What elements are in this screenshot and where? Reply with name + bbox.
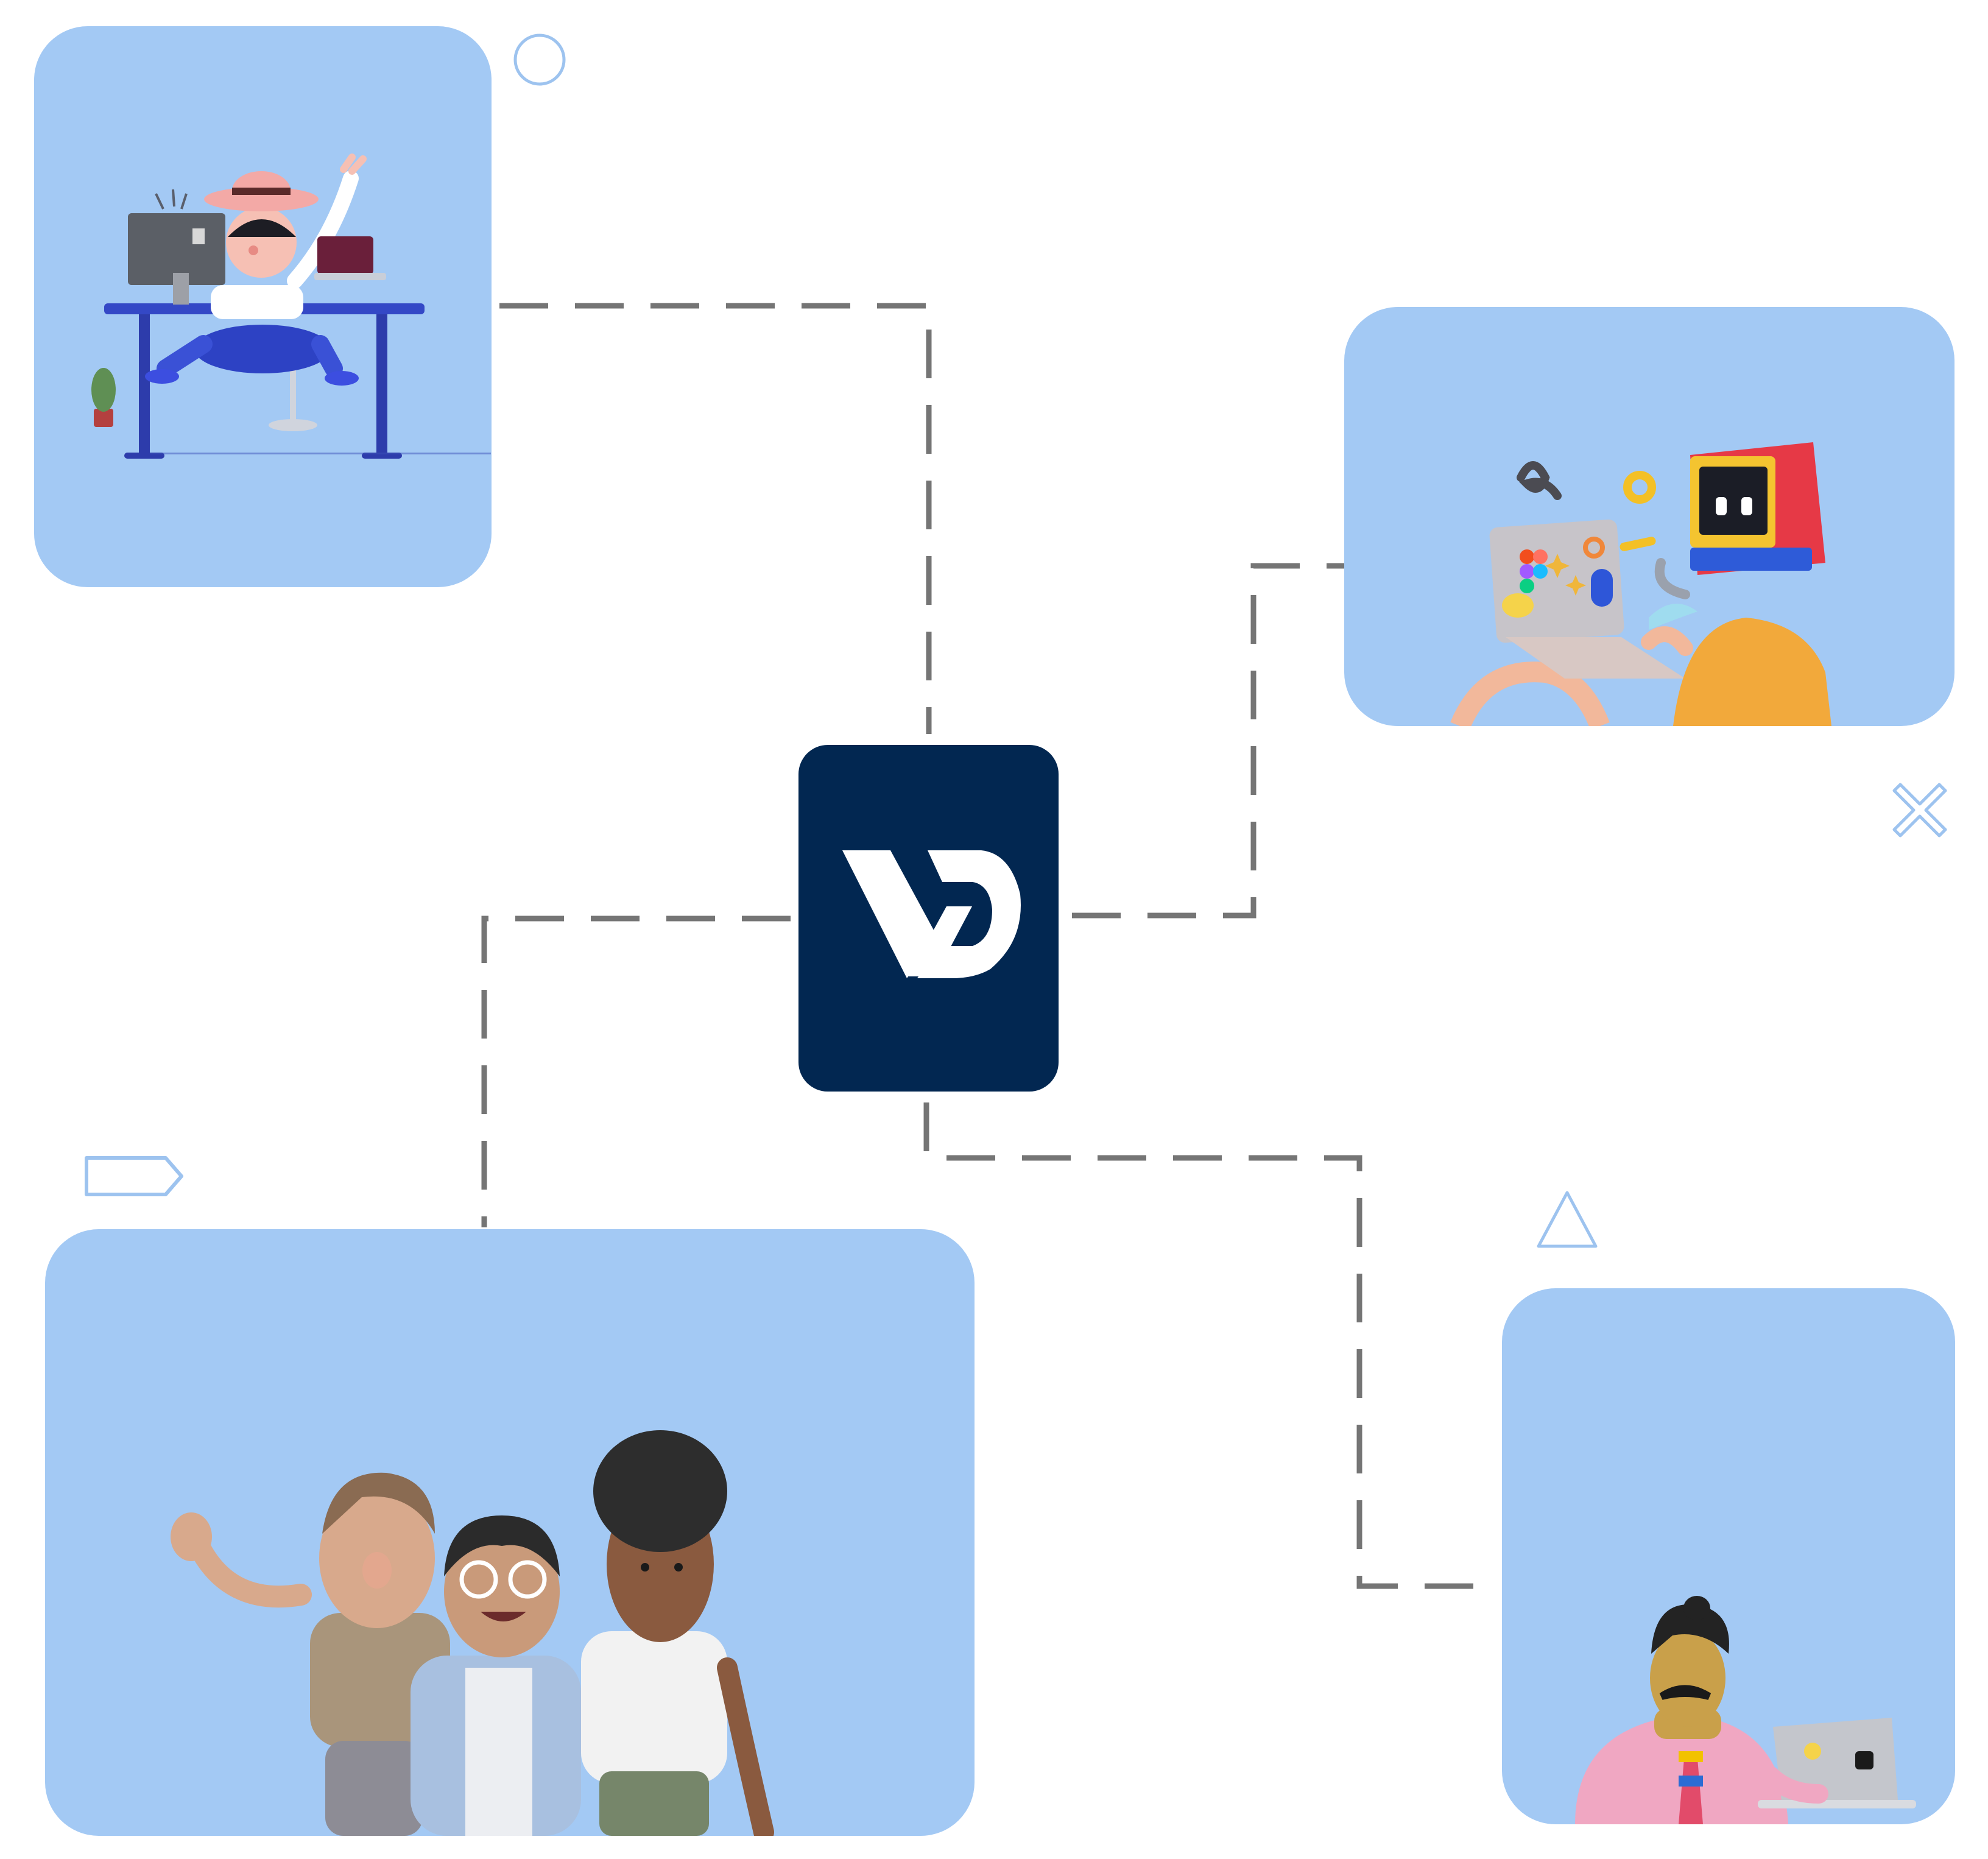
card-desk-worker <box>34 26 492 587</box>
creative-tools-illustration <box>1450 442 1831 726</box>
cross-outline-icon <box>1892 783 1947 838</box>
tag-outline-icon <box>85 1156 183 1196</box>
connector-right <box>1072 563 1345 919</box>
circle-outline-icon <box>513 34 566 86</box>
card-presenter <box>1502 1288 1955 1824</box>
triangle-outline-icon <box>1537 1191 1598 1248</box>
vd-logo-icon <box>842 850 1021 979</box>
three-people-illustration <box>171 1430 774 1836</box>
card-team <box>45 1229 975 1836</box>
card-creative-tools <box>1344 307 1955 726</box>
person-at-desk-illustration <box>91 153 491 459</box>
connector-bottom-right <box>923 1102 1491 1589</box>
connector-left <box>481 915 791 1227</box>
man-with-laptop-illustration <box>1575 1596 1916 1824</box>
connector-top-left <box>499 303 932 734</box>
vd-logo <box>798 745 1059 1092</box>
